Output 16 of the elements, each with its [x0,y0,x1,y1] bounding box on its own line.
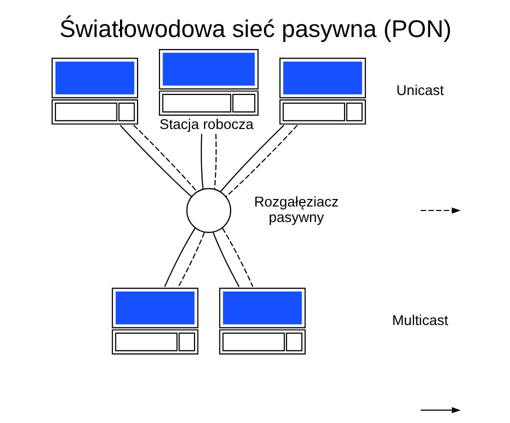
connector [200,133,204,189]
legend-label: Multicast [392,312,448,328]
connector [213,133,216,189]
connector [219,124,284,192]
connector [119,124,192,196]
connector [177,232,204,287]
connector [221,227,253,286]
node-label: Stacja robocza [158,116,254,132]
connector [164,227,196,286]
legend-label: Unicast [396,82,444,98]
node-circle [186,188,231,232]
node-label: Rozgałęziacz pasywny [254,194,338,226]
connector [225,124,298,196]
diagram-title: Światłowodowa sieć pasywna (PON) [58,16,452,43]
connector [212,232,240,287]
connector [132,124,198,192]
